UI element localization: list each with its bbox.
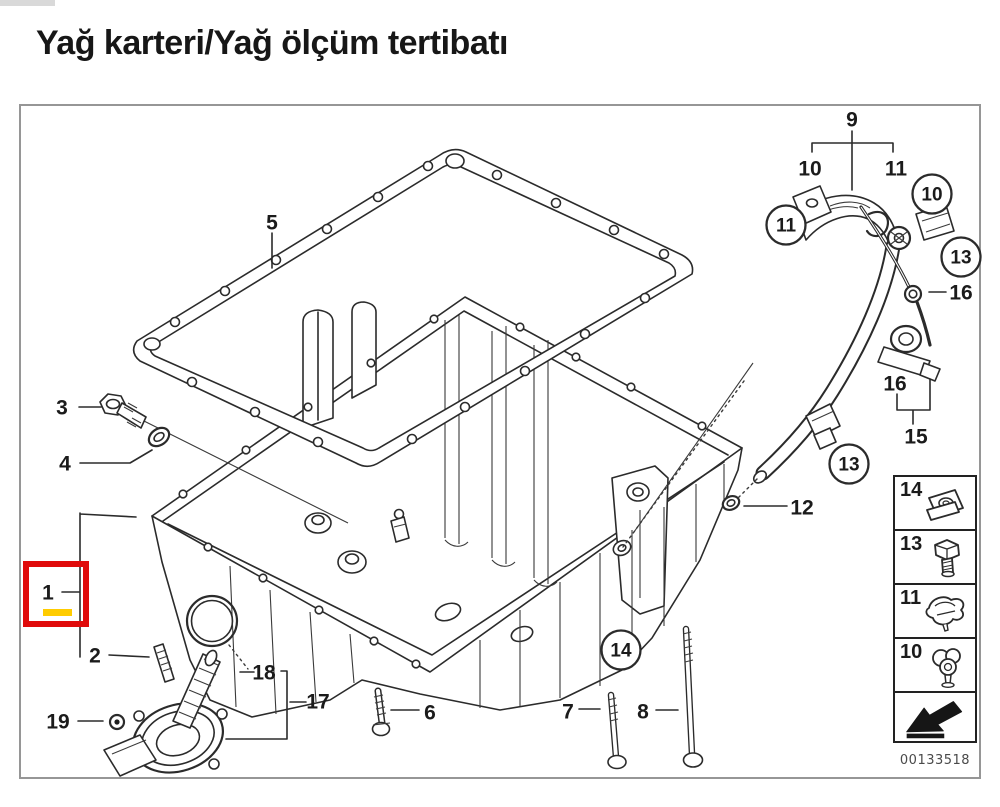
o-ring-18 — [185, 594, 239, 648]
callout-12-11[interactable]: 12 — [790, 497, 813, 520]
callout-11-14[interactable]: 11 — [885, 158, 908, 181]
svg-text:1: 1 — [42, 582, 54, 605]
svg-text:8: 8 — [637, 701, 649, 724]
grommet-clip-icon — [932, 648, 961, 689]
back-arrow-icon — [906, 701, 963, 739]
leader-lines — [61, 130, 947, 740]
svg-text:13: 13 — [838, 455, 859, 476]
svg-text:13: 13 — [950, 248, 971, 269]
bolt-part-8 — [682, 625, 704, 768]
oil-pan-part — [151, 296, 743, 718]
legend-label-13: 13 — [900, 533, 923, 555]
balloon-13-21[interactable]: 13 — [828, 443, 870, 485]
callout-10-13[interactable]: 10 — [798, 158, 821, 181]
gasket-part — [132, 148, 694, 468]
balloon-13-20[interactable]: 13 — [940, 236, 982, 278]
legend-item-10[interactable]: 10 — [893, 637, 977, 693]
legend-item-13[interactable]: 13 — [893, 529, 977, 585]
dipstick-part — [859, 205, 941, 382]
balloon-10-19[interactable]: 10 — [911, 173, 953, 215]
balloon-14-22[interactable]: 14 — [600, 629, 642, 671]
svg-text:10: 10 — [921, 185, 942, 206]
seal-washer-part — [147, 426, 171, 448]
parts-legend: 14 13 11 — [893, 475, 977, 743]
legend-label-10: 10 — [900, 641, 923, 663]
callout-19-5[interactable]: 19 — [46, 711, 69, 734]
legend-item-14[interactable]: 14 — [893, 475, 977, 531]
legend-label-14: 14 — [900, 479, 923, 501]
svg-text:5: 5 — [266, 212, 278, 235]
assembly-axis-lines — [228, 362, 758, 670]
image-number: 00133518 — [899, 753, 971, 768]
svg-text:18: 18 — [252, 662, 276, 685]
callout-16-15[interactable]: 16 — [949, 282, 972, 305]
callout-15-17[interactable]: 15 — [904, 426, 928, 449]
svg-text:19: 19 — [46, 711, 69, 734]
svg-text:4: 4 — [59, 453, 71, 476]
callout-18-6[interactable]: 18 — [252, 662, 276, 685]
stud-part-2 — [153, 643, 175, 683]
callout-2-4[interactable]: 2 — [89, 645, 101, 668]
callout-1-3[interactable]: 1 — [42, 582, 54, 605]
svg-text:14: 14 — [610, 641, 632, 662]
callout-5-0[interactable]: 5 — [266, 212, 278, 235]
o-ring-12 — [721, 495, 741, 511]
svg-text:16: 16 — [883, 373, 906, 396]
oil-level-sensor-part — [103, 649, 228, 777]
hex-bolt-icon — [934, 539, 960, 578]
callout-17-7[interactable]: 17 — [306, 691, 329, 714]
highlight-box[interactable] — [23, 561, 89, 627]
svg-text:17: 17 — [306, 691, 329, 714]
callout-6-8[interactable]: 6 — [424, 702, 436, 725]
svg-text:9: 9 — [846, 109, 858, 132]
page-title: Yağ karteri/Yağ ölçüm tertibatı — [36, 24, 509, 62]
svg-text:11: 11 — [885, 158, 908, 181]
bolt-part-7 — [607, 691, 627, 770]
svg-text:10: 10 — [798, 158, 821, 181]
svg-text:6: 6 — [424, 702, 436, 725]
callout-9-12[interactable]: 9 — [846, 109, 858, 132]
screw-part-6 — [371, 687, 391, 737]
top-edge-artifact — [0, 0, 55, 6]
callout-7-9[interactable]: 7 — [562, 701, 574, 724]
drain-plug-part — [99, 393, 349, 524]
svg-text:3: 3 — [56, 397, 68, 420]
svg-text:12: 12 — [790, 497, 813, 520]
svg-text:7: 7 — [562, 701, 574, 724]
svg-text:15: 15 — [904, 426, 928, 449]
callout-3-1[interactable]: 3 — [56, 397, 68, 420]
legend-label-11: 11 — [900, 587, 922, 609]
cage-nut-icon — [926, 489, 964, 521]
legend-item-11[interactable]: 11 — [893, 583, 977, 639]
callout-16-16[interactable]: 16 — [883, 373, 906, 396]
svg-text:16: 16 — [949, 282, 972, 305]
callout-8-10[interactable]: 8 — [637, 701, 649, 724]
legend-back-arrow[interactable] — [893, 691, 977, 743]
balloon-11-18[interactable]: 11 — [765, 204, 807, 246]
highlight-underline — [43, 609, 72, 616]
clip-icon — [925, 596, 965, 632]
plug-part-19 — [108, 713, 126, 731]
svg-text:2: 2 — [89, 645, 101, 668]
svg-text:11: 11 — [776, 216, 797, 237]
callout-4-2[interactable]: 4 — [59, 453, 71, 476]
